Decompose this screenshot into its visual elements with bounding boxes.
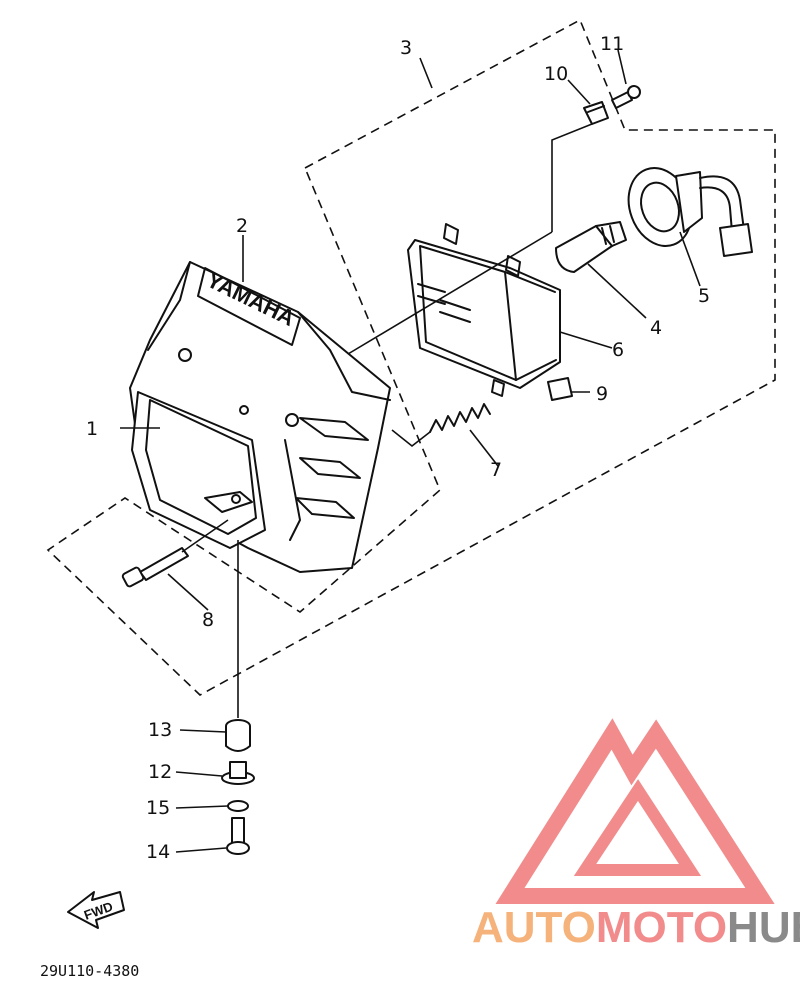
watermark-brand: AUTOMOTOHUB [472,903,800,952]
callout-8: 8 [202,609,214,631]
callout-2: 2 [236,215,248,237]
callout-12: 12 [148,761,172,783]
callout-5: 5 [698,285,710,307]
washer-part-15 [227,800,249,812]
nut-plate-part-9 [547,377,573,401]
callout-13: 13 [148,719,172,741]
callout-1: 1 [86,418,98,440]
callout-9: 9 [596,383,608,405]
grommet-part-13 [225,719,251,752]
callout-7: 7 [490,459,502,481]
collar-part-12 [221,761,255,785]
callout-15: 15 [146,797,170,819]
bolt-part-14 [226,817,250,855]
callout-14: 14 [146,841,170,863]
callout-11: 11 [600,33,624,55]
socket-connector [627,167,753,257]
callout-10: 10 [544,63,568,85]
watermark-logo [495,718,775,904]
callout-3: 3 [400,37,412,59]
leader-lines [120,49,701,853]
watermark-brand-part3: HUB [727,903,800,952]
callout-labels: 1 2 3 4 5 6 7 8 9 10 11 12 13 14 15 [86,33,710,863]
watermark-triangle-inner [573,779,702,876]
part-code: 29U110-4380 [40,962,139,980]
bulb [555,221,627,273]
bolt-part-8 [121,547,189,588]
watermark-brand-part1: AUTO [472,903,596,952]
callout-6: 6 [612,339,624,361]
clip-part-10 [583,101,609,125]
forward-arrow-icon: FWD [67,891,125,929]
assembly-outline-3 [46,18,776,696]
headlight-cowl: YAMAHA [129,261,391,573]
spring-part-7 [429,403,491,433]
watermark-triangle-outer [495,718,775,904]
callout-4: 4 [650,317,662,339]
headlight-unit [407,223,561,397]
watermark-brand-part2: MOTO [596,903,727,952]
screw-part-11 [611,85,641,109]
